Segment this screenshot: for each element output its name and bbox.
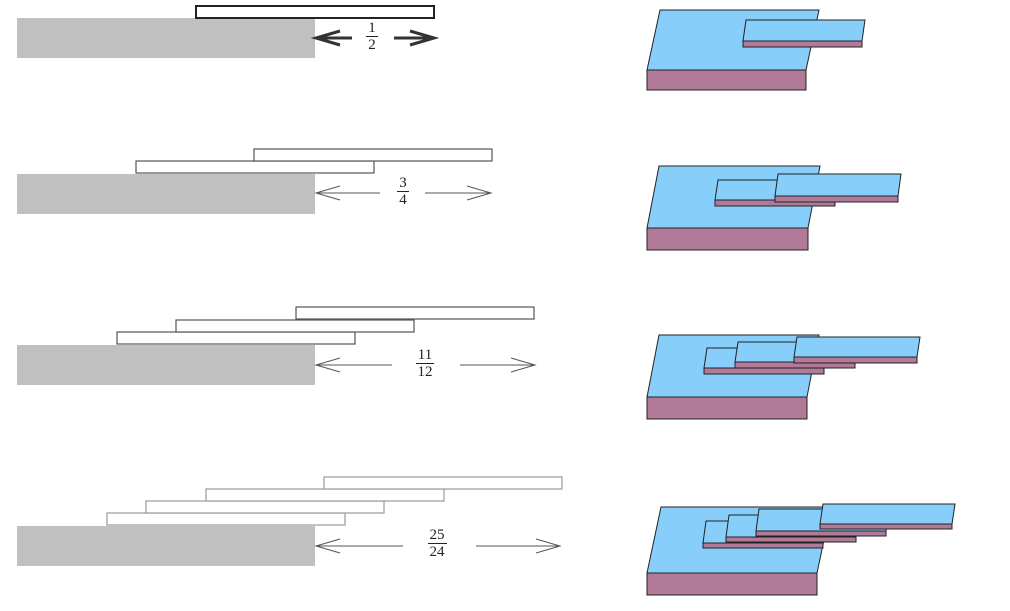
arrow-left-icon	[310, 29, 341, 47]
book-block	[135, 160, 375, 174]
book-block	[106, 512, 346, 526]
table	[17, 526, 315, 566]
book-block	[195, 5, 435, 19]
arrow-right-icon	[466, 185, 493, 201]
book-block	[295, 306, 535, 320]
book-block	[205, 488, 445, 502]
book-3d-top	[819, 503, 956, 525]
denominator: 2	[368, 37, 376, 53]
book-3d-top	[793, 336, 921, 358]
book-block	[175, 319, 415, 333]
arrow-right-icon	[535, 538, 562, 554]
book-3d-top	[774, 173, 902, 197]
table-3d-side	[646, 572, 818, 596]
arrow-left-icon	[314, 185, 341, 201]
table	[17, 18, 315, 58]
numerator: 11	[415, 347, 435, 364]
table	[17, 174, 315, 214]
denominator: 24	[429, 544, 445, 560]
arrow-left-icon	[314, 357, 341, 373]
numerator: 25	[427, 527, 447, 544]
book-block	[253, 148, 493, 162]
book-3d-side	[702, 542, 824, 549]
book-3d-side	[703, 367, 825, 375]
book-3d-side	[774, 195, 899, 203]
arrow-left-icon	[314, 538, 341, 554]
book-3d-side	[793, 356, 918, 364]
book-block	[116, 331, 356, 345]
table	[17, 345, 315, 385]
denominator: 4	[399, 192, 407, 208]
table-3d-side	[646, 396, 808, 420]
table-3d-side	[646, 69, 807, 91]
table-3d-side	[646, 227, 809, 251]
denominator: 12	[417, 364, 433, 380]
book-3d-side	[742, 40, 863, 48]
book-3d-side	[725, 536, 857, 543]
arrow-right-icon	[409, 29, 440, 47]
book-3d-side	[819, 523, 953, 530]
arrow-right-icon	[510, 357, 537, 373]
book-block	[145, 500, 385, 514]
book-block	[323, 476, 563, 490]
numerator: 3	[397, 175, 409, 192]
book-3d-side	[755, 530, 887, 537]
numerator: 1	[366, 20, 378, 37]
book-3d-top	[742, 19, 866, 42]
